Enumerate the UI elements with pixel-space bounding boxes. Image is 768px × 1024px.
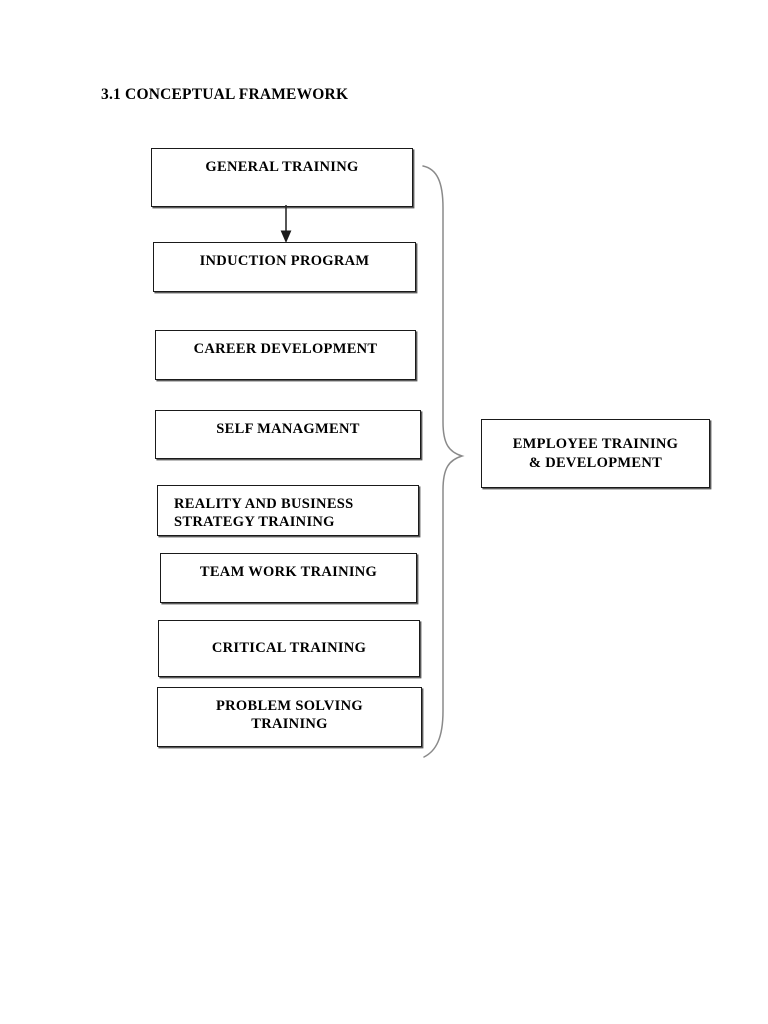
node-self-managment-label: SELF MANAGMENT (216, 421, 360, 437)
node-career-development-label: CAREER DEVELOPMENT (193, 341, 378, 357)
node-problem-solving-training-label: PROBLEM SOLVING TRAINING (216, 698, 363, 733)
node-general-training-label: GENERAL TRAINING (205, 159, 359, 175)
curly-brace-grouping-connector (422, 165, 465, 758)
node-team-work-training-label: TEAM WORK TRAINING (199, 564, 378, 580)
node-reality-and-business-strategy-training[interactable]: REALITY AND BUSINESS STRATEGY TRAINING (157, 485, 419, 536)
node-employee-training-and-development-label: EMPLOYEE TRAINING & DEVELOPMENT (512, 436, 679, 471)
node-reality-and-business-strategy-training-label: REALITY AND BUSINESS STRATEGY TRAINING (174, 496, 354, 531)
node-problem-solving-training[interactable]: PROBLEM SOLVING TRAINING (157, 687, 422, 747)
arrow-general-training-to-induction-program (280, 205, 292, 243)
node-self-managment[interactable]: SELF MANAGMENT (155, 410, 421, 459)
node-general-training[interactable]: GENERAL TRAINING (151, 148, 413, 207)
node-critical-training-label: CRITICAL TRAINING (211, 640, 367, 657)
node-career-development[interactable]: CAREER DEVELOPMENT (155, 330, 416, 380)
node-team-work-training[interactable]: TEAM WORK TRAINING (160, 553, 417, 603)
node-induction-program[interactable]: INDUCTION PROGRAM (153, 242, 416, 292)
node-induction-program-label: INDUCTION PROGRAM (199, 253, 370, 269)
node-critical-training[interactable]: CRITICAL TRAINING (158, 620, 420, 677)
node-employee-training-and-development[interactable]: EMPLOYEE TRAINING & DEVELOPMENT (481, 419, 710, 488)
page-title: 3.1 CONCEPTUAL FRAMEWORK (101, 86, 349, 103)
